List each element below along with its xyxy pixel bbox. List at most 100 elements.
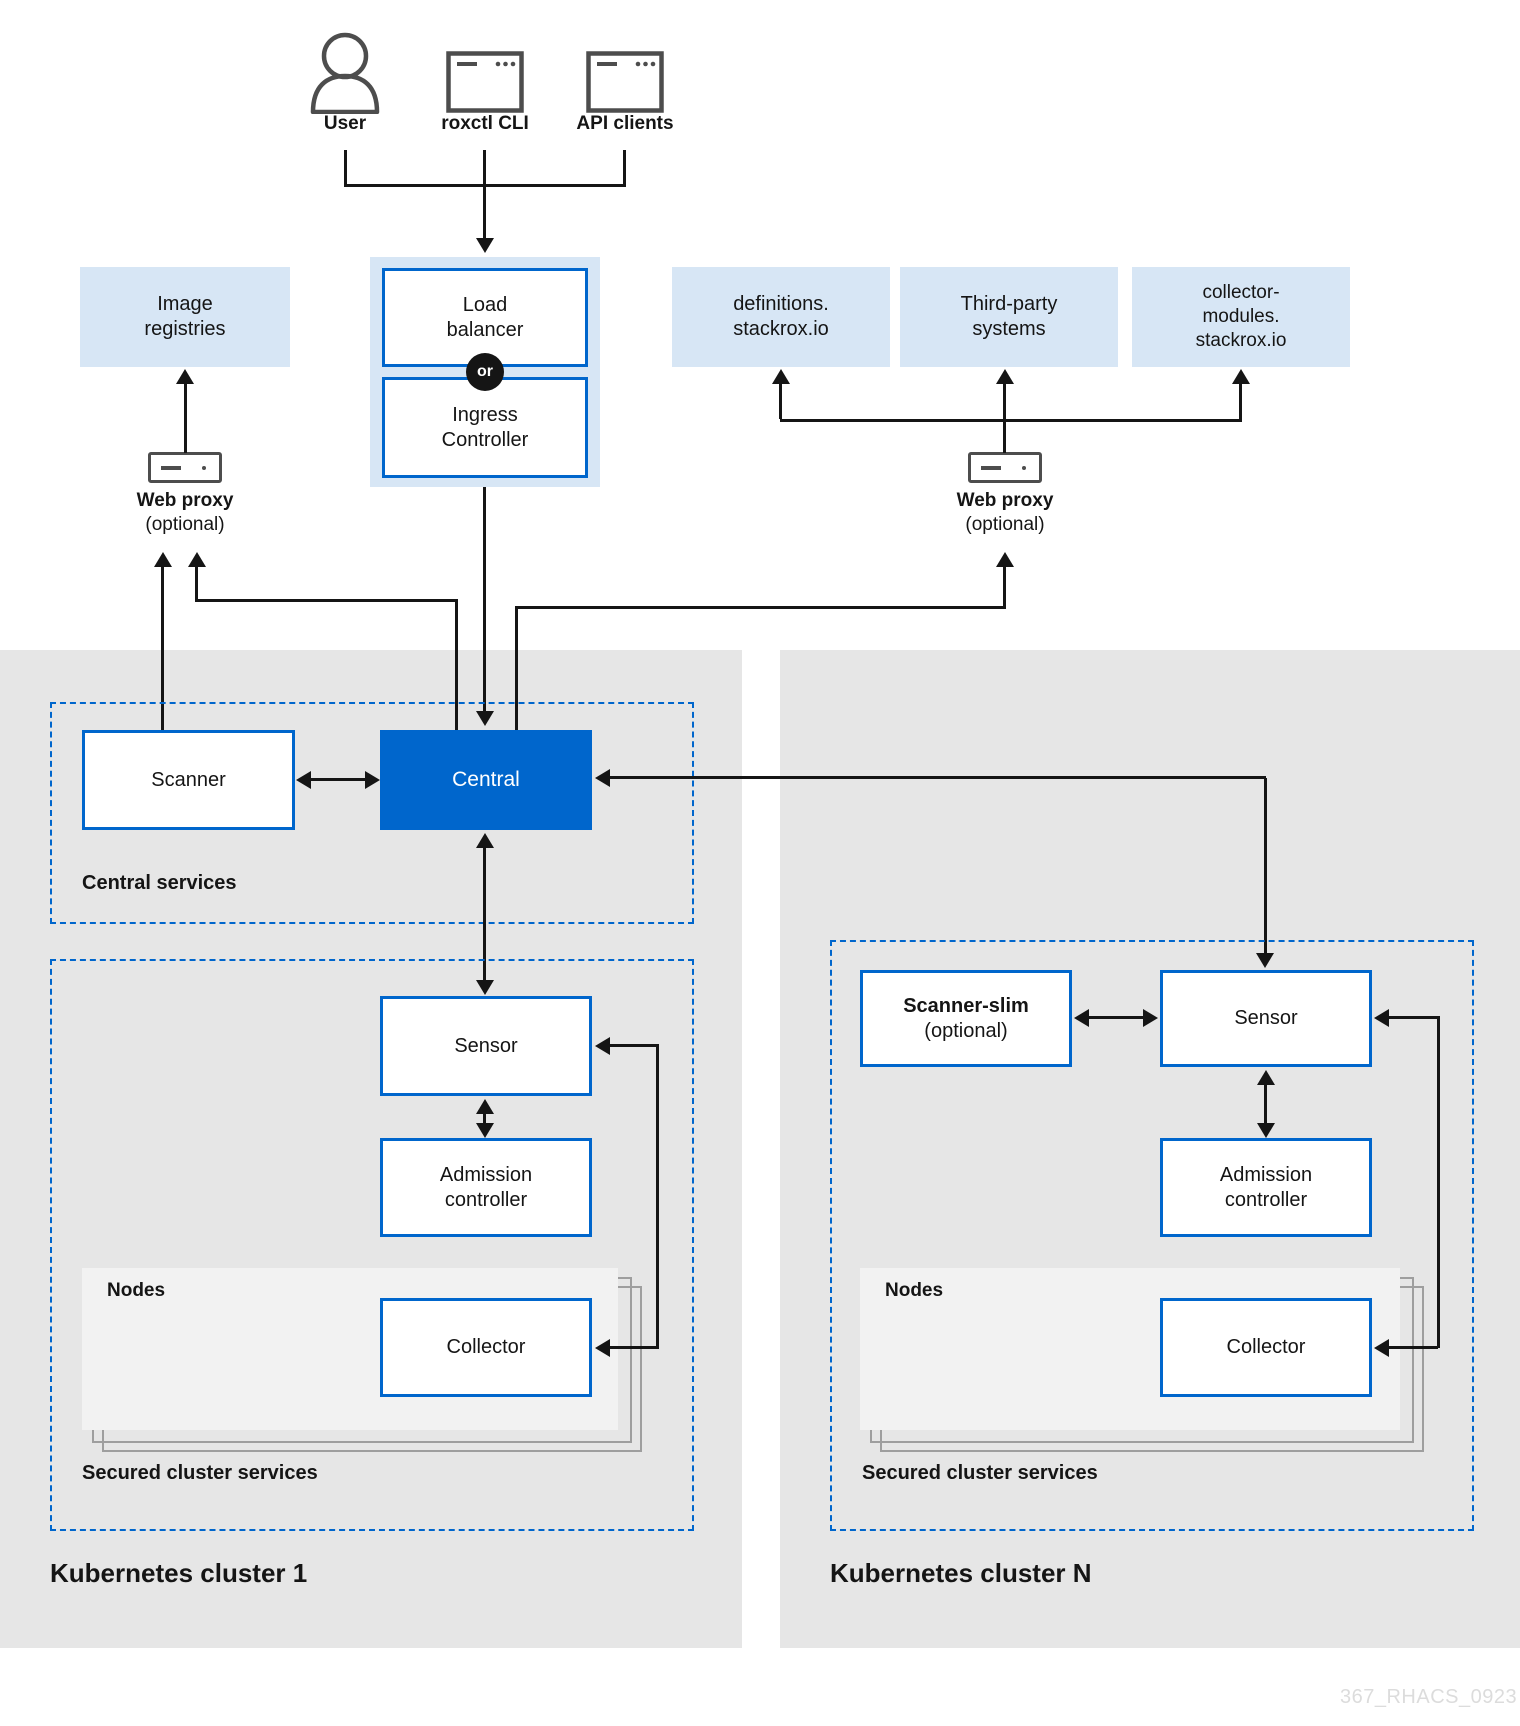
arrowhead	[476, 833, 494, 848]
web-proxy-left-optional: (optional)	[145, 514, 225, 535]
load-balancer-box: Load balancer	[382, 268, 588, 367]
scanner-slim-label: Scanner-slim	[903, 994, 1029, 1017]
connector-line	[656, 1044, 659, 1348]
arrowhead	[1374, 1009, 1389, 1027]
web-proxy-right-icon	[968, 452, 1042, 483]
scanner-slim-box: Scanner-slim (optional)	[860, 970, 1072, 1067]
image-registries-box: Image registries	[80, 267, 290, 367]
api-clients-label: API clients	[576, 113, 674, 134]
arrowhead	[1257, 1123, 1275, 1138]
arrowhead	[1374, 1339, 1389, 1357]
roxctl-cli-terminal-icon	[446, 51, 524, 113]
connector-line	[1264, 778, 1267, 955]
connector-line	[515, 606, 518, 730]
web-proxy-left-label: Web proxy	[136, 490, 234, 511]
connector-line	[1388, 1346, 1438, 1349]
connector-line	[609, 1044, 659, 1047]
connector-line	[515, 606, 1006, 609]
arrowhead	[1143, 1009, 1158, 1027]
secured-cluster-services-n-label: Secured cluster services	[862, 1462, 1098, 1484]
central-services-dashed-box	[50, 702, 694, 924]
connector-line	[1003, 383, 1006, 453]
figure-id-watermark: 367_RHACS_0923	[1340, 1686, 1518, 1708]
connector-line	[483, 1113, 486, 1124]
arrowhead	[996, 552, 1014, 567]
arrowhead	[476, 1123, 494, 1138]
connector-line	[161, 566, 164, 730]
connector-line	[195, 566, 198, 602]
nodes-n-label: Nodes	[885, 1280, 944, 1301]
web-proxy-right-optional: (optional)	[965, 514, 1045, 535]
user-label: User	[323, 113, 367, 134]
connector-line	[779, 383, 782, 419]
nodes-1-label: Nodes	[107, 1280, 166, 1301]
proxy-dot	[202, 466, 206, 470]
arrowhead	[476, 1099, 494, 1114]
arrowhead	[476, 711, 494, 726]
admission-controller-1-box: Admission controller	[380, 1138, 592, 1237]
arrowhead	[595, 769, 610, 787]
connector-line	[1239, 383, 1242, 419]
arrowhead	[188, 552, 206, 567]
connector-line	[609, 1346, 659, 1349]
kubernetes-cluster-1-label: Kubernetes cluster 1	[50, 1558, 308, 1588]
secured-cluster-services-1-label: Secured cluster services	[82, 1462, 318, 1484]
user-icon	[310, 32, 380, 114]
arrowhead	[154, 552, 172, 567]
scanner-box: Scanner	[82, 730, 295, 830]
collector-n-box: Collector	[1160, 1298, 1372, 1397]
connector-line	[310, 778, 367, 781]
arrowhead	[1074, 1009, 1089, 1027]
third-party-systems-box: Third-party systems	[900, 267, 1118, 367]
sensor-1-box: Sensor	[380, 996, 592, 1096]
arrowhead	[365, 771, 380, 789]
or-badge: or	[466, 353, 504, 391]
collector-modules-stackrox-box: collector- modules. stackrox.io	[1132, 267, 1350, 367]
connector-line	[1088, 1016, 1145, 1019]
web-proxy-right-label: Web proxy	[956, 490, 1054, 511]
connector-line	[609, 776, 1266, 779]
connector-line	[483, 848, 486, 980]
arrowhead	[176, 369, 194, 384]
connector-line	[1264, 1084, 1267, 1124]
connector-line	[1388, 1016, 1440, 1019]
connector-line	[1437, 1016, 1440, 1348]
collector-1-box: Collector	[380, 1298, 592, 1397]
arrowhead	[772, 369, 790, 384]
scanner-slim-optional: (optional)	[924, 1019, 1008, 1042]
definitions-stackrox-box: definitions. stackrox.io	[672, 267, 890, 367]
arrowhead	[595, 1037, 610, 1055]
api-clients-terminal-icon	[586, 51, 664, 113]
proxy-dash	[161, 466, 181, 470]
connector-line	[184, 381, 187, 453]
arrowhead	[476, 238, 494, 253]
ingress-controller-box: Ingress Controller	[382, 377, 588, 478]
connector-line	[455, 599, 458, 730]
arrowhead	[996, 369, 1014, 384]
connector-line	[344, 150, 347, 186]
connector-line	[623, 150, 626, 186]
arrowhead	[1232, 369, 1250, 384]
proxy-dot	[1022, 466, 1026, 470]
arrowhead	[1257, 1070, 1275, 1085]
kubernetes-cluster-n-label: Kubernetes cluster N	[830, 1558, 1092, 1588]
central-box: Central	[380, 730, 592, 830]
connector-line	[483, 187, 486, 238]
kubernetes-cluster-n-panel	[780, 650, 1520, 1648]
arrowhead	[476, 980, 494, 995]
central-services-label: Central services	[82, 872, 237, 894]
proxy-dash	[981, 466, 1001, 470]
connector-line	[344, 184, 626, 187]
connector-line	[1003, 566, 1006, 608]
arrowhead	[1256, 953, 1274, 968]
sensor-n-box: Sensor	[1160, 970, 1372, 1067]
secured-cluster-services-n-dashed-box	[830, 940, 1474, 1531]
arrowhead	[296, 771, 311, 789]
arrowhead	[595, 1339, 610, 1357]
connector-line	[483, 150, 486, 186]
connector-line	[195, 599, 458, 602]
admission-controller-n-box: Admission controller	[1160, 1138, 1372, 1237]
secured-cluster-services-1-dashed-box	[50, 959, 694, 1531]
roxctl-cli-label: roxctl CLI	[441, 113, 529, 134]
